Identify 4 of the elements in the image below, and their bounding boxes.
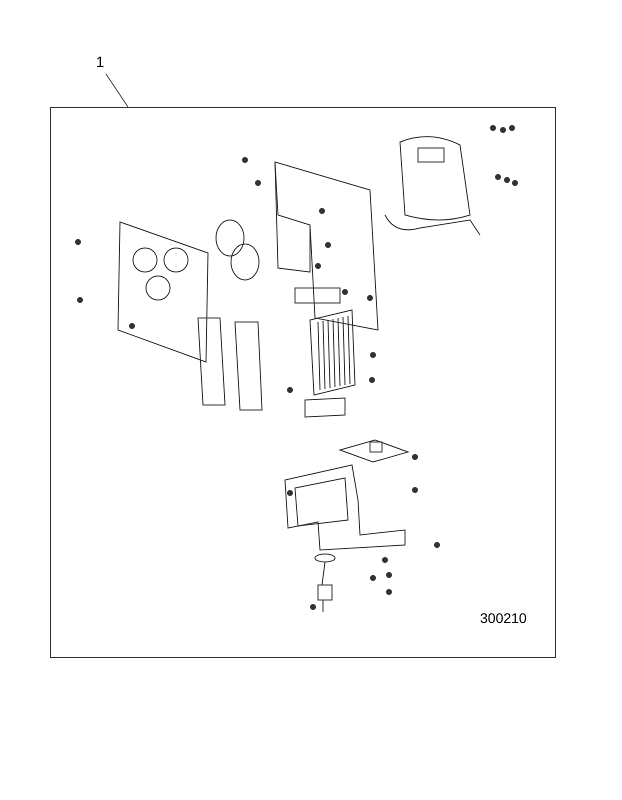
part-number: 300210 — [480, 610, 527, 626]
leader-line — [106, 74, 128, 108]
frame-border — [50, 107, 556, 658]
callout-number: 1 — [92, 52, 108, 74]
